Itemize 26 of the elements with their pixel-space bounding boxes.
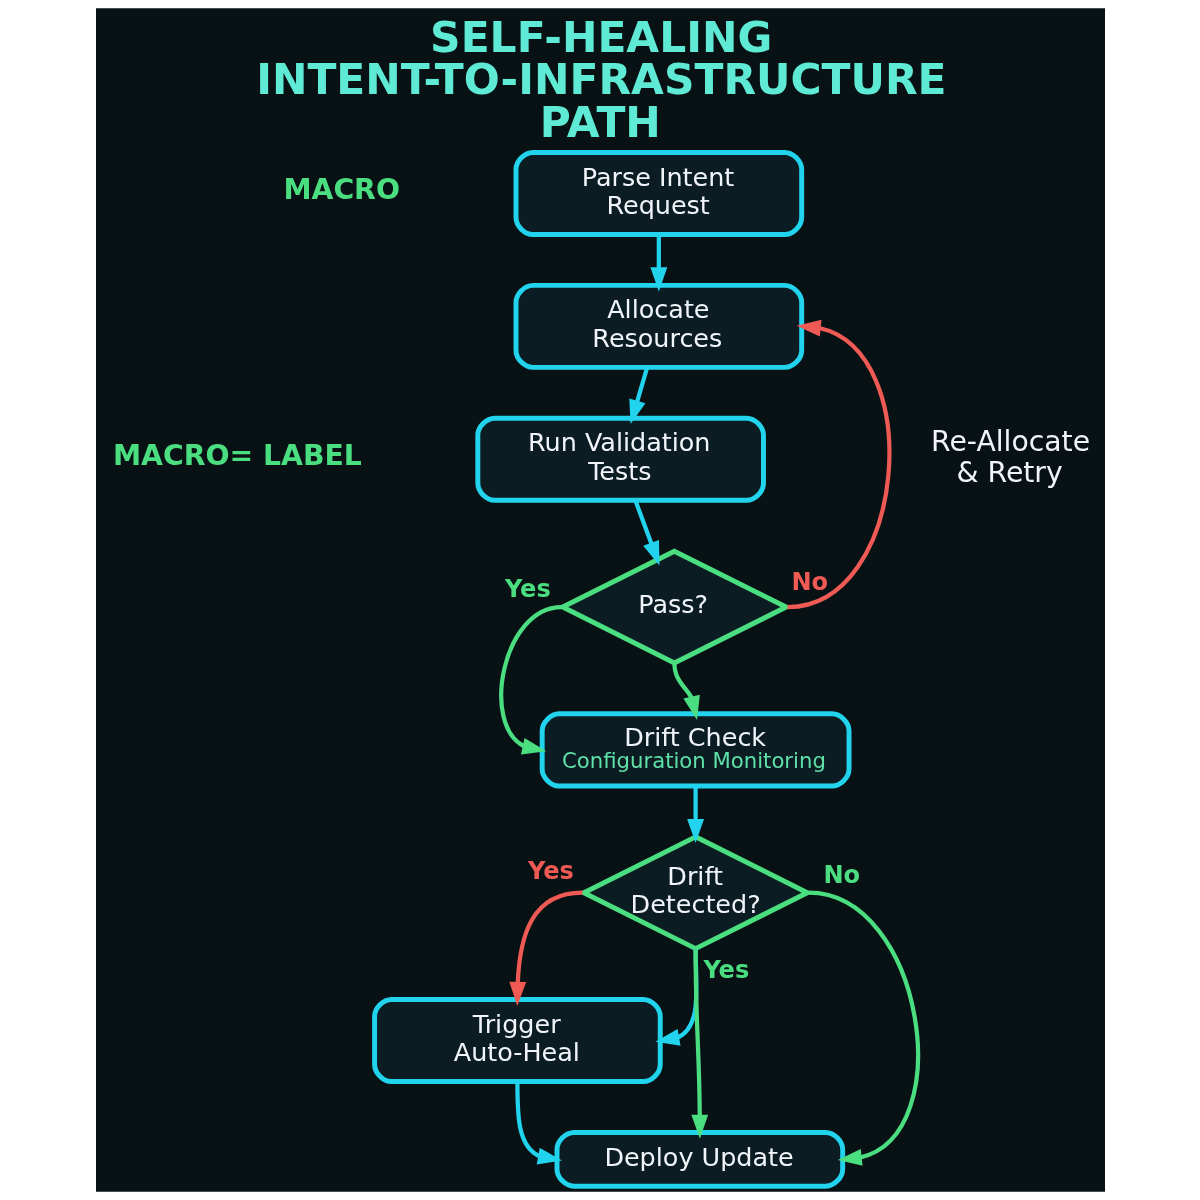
arrow	[514, 1081, 562, 1165]
edge-label: Yes	[702, 956, 749, 985]
label: MACRO= LABEL	[112, 438, 362, 472]
arrow	[649, 234, 667, 292]
arrow	[508, 890, 583, 1006]
diagram-title: SELF-HEALING INTENT-TO-INFRASTRUCTURE PATH	[255, 13, 947, 147]
arrow	[807, 890, 920, 1166]
arrow	[786, 319, 891, 610]
arrow	[632, 499, 659, 566]
edge-label: No	[823, 860, 860, 889]
arrow	[686, 786, 704, 844]
arrow	[498, 604, 562, 755]
arrow	[671, 662, 700, 721]
node-box: Drift Check Configuration Monitoring	[539, 711, 851, 789]
node-box: Trigger Auto-Heal	[371, 997, 663, 1084]
label: Re-Allocate & Retry	[930, 424, 1090, 489]
label: MACRO	[282, 173, 400, 207]
edge-label: Yes	[504, 574, 551, 603]
arrow	[690, 948, 708, 1139]
arrow	[628, 366, 649, 425]
node-box: Allocate Resources	[513, 282, 804, 370]
node-box: Deploy Update	[554, 1129, 845, 1189]
node-box: Parse Intent Request	[513, 149, 804, 237]
edge-label: No	[790, 568, 828, 597]
node-box: Run Validation Tests	[474, 415, 766, 503]
edge-label: Yes	[527, 856, 574, 885]
